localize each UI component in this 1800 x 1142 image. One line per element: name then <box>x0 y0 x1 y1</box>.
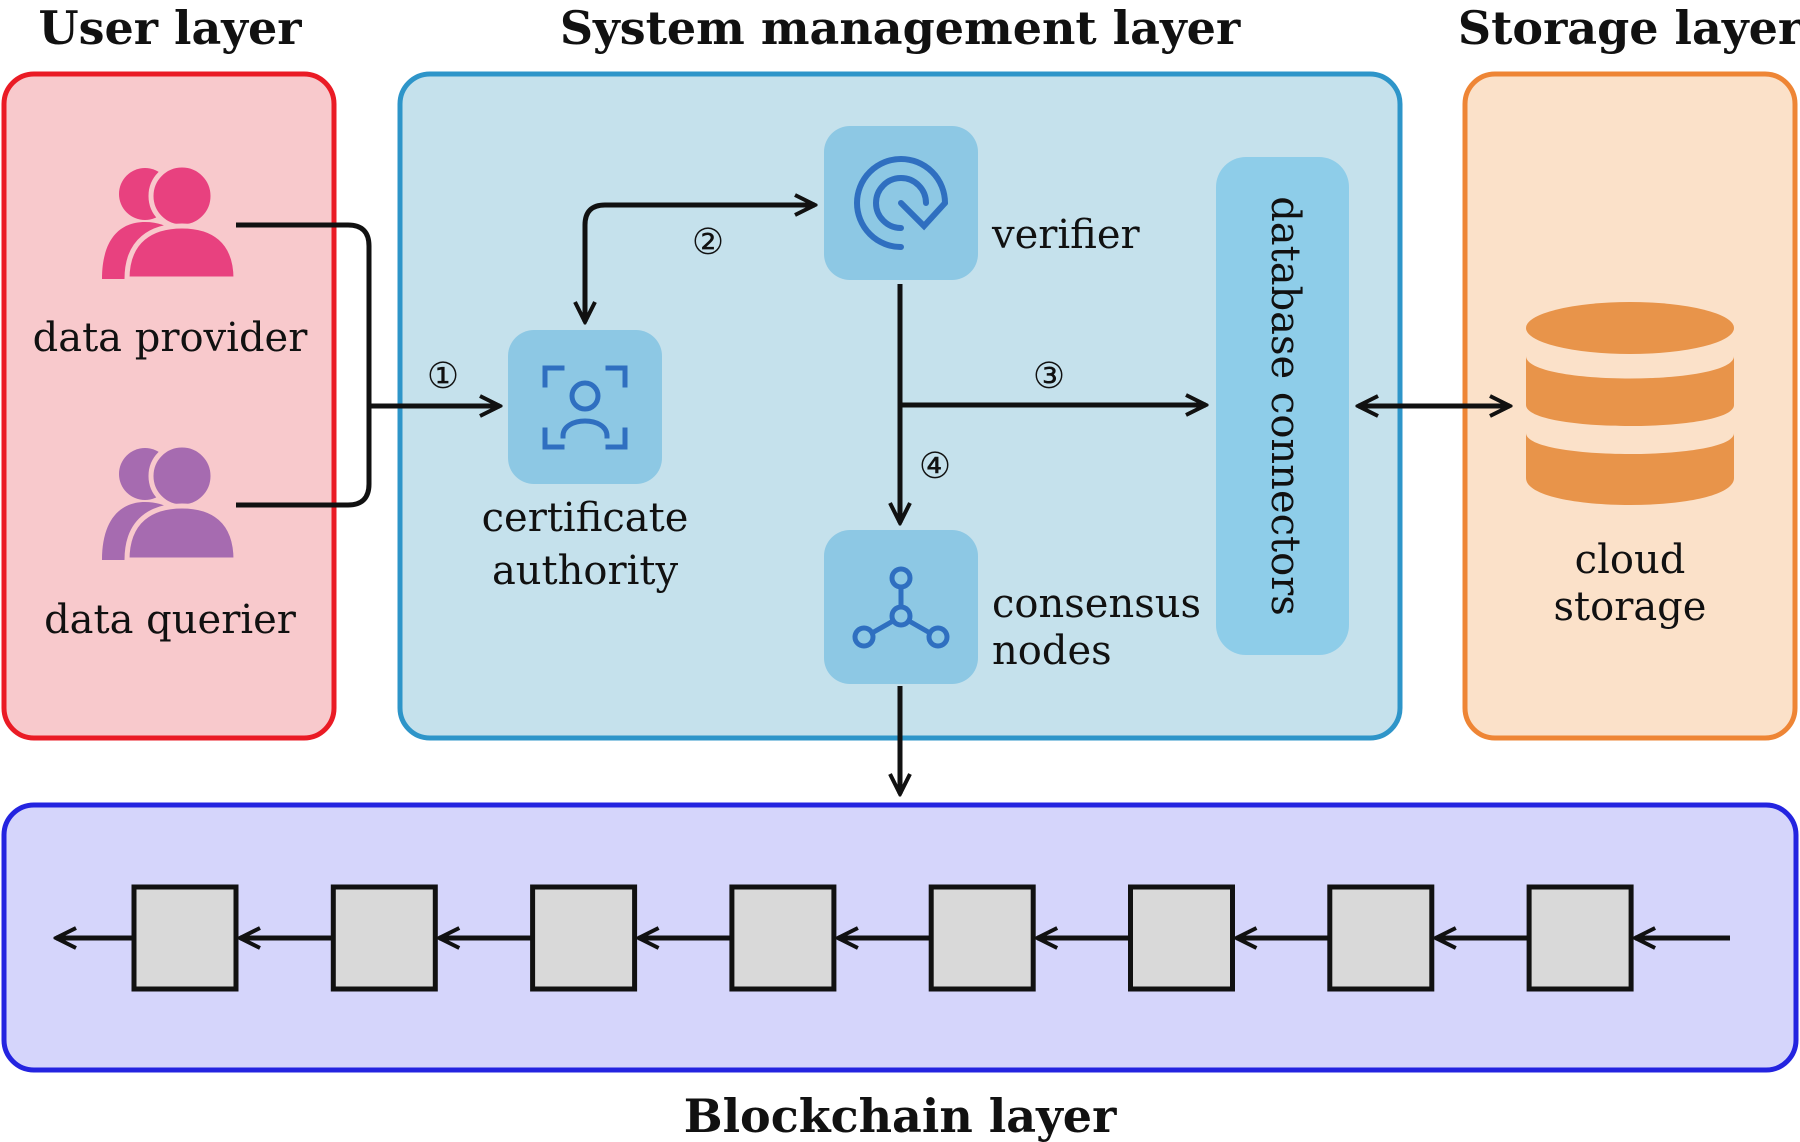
step-2-marker: ② <box>692 222 724 263</box>
consensus-nodes: consensus nodes <box>824 530 1201 684</box>
block-chain <box>56 884 1730 992</box>
block <box>1327 884 1435 992</box>
certificate-authority-label-line1: certificate <box>482 495 689 541</box>
user-layer-title: User layer <box>38 1 302 55</box>
step-1-marker: ① <box>427 356 459 397</box>
arrow-ca-verifier <box>585 205 815 322</box>
data-provider: data provider <box>33 162 309 361</box>
users-icon <box>102 162 239 282</box>
block <box>131 884 239 992</box>
cloud-storage: cloud storage <box>1526 302 1734 630</box>
block <box>729 884 837 992</box>
user-scan-icon <box>542 365 628 450</box>
database-connectors: database connectors <box>1216 157 1349 655</box>
consensus-nodes-label-line2: nodes <box>992 628 1112 674</box>
network-hub-icon <box>852 566 950 649</box>
cloud-storage-label-line2: storage <box>1554 584 1707 630</box>
provider-connector <box>236 222 372 386</box>
block <box>330 884 438 992</box>
step-4-marker: ④ <box>919 446 951 487</box>
querier-connector <box>236 386 372 508</box>
block <box>928 884 1036 992</box>
verifier: verifier <box>824 126 1141 280</box>
system-layer-title: System management layer <box>560 1 1241 55</box>
data-querier-label: data querier <box>44 597 297 643</box>
consensus-nodes-label-line1: consensus <box>992 581 1201 627</box>
database-connectors-label: database connectors <box>1262 196 1308 616</box>
cloud-storage-label-line1: cloud <box>1575 537 1686 583</box>
step-3-marker: ③ <box>1033 356 1065 397</box>
users-icon <box>102 442 239 563</box>
data-querier: data querier <box>44 442 297 643</box>
block <box>530 884 638 992</box>
blockchain-layer-title: Blockchain layer <box>684 1089 1117 1142</box>
radar-icon <box>854 156 948 250</box>
database-connectors-bar <box>1216 157 1349 655</box>
verifier-label: verifier <box>991 212 1141 258</box>
certificate-authority: certificate authority <box>482 330 689 594</box>
database-icon <box>1526 302 1734 505</box>
user-layer-panel <box>1 71 337 741</box>
block <box>1128 884 1235 992</box>
block <box>1526 884 1634 992</box>
certificate-authority-label-line2: authority <box>492 548 679 594</box>
data-provider-label: data provider <box>33 315 309 361</box>
storage-layer-title: Storage layer <box>1458 1 1800 55</box>
